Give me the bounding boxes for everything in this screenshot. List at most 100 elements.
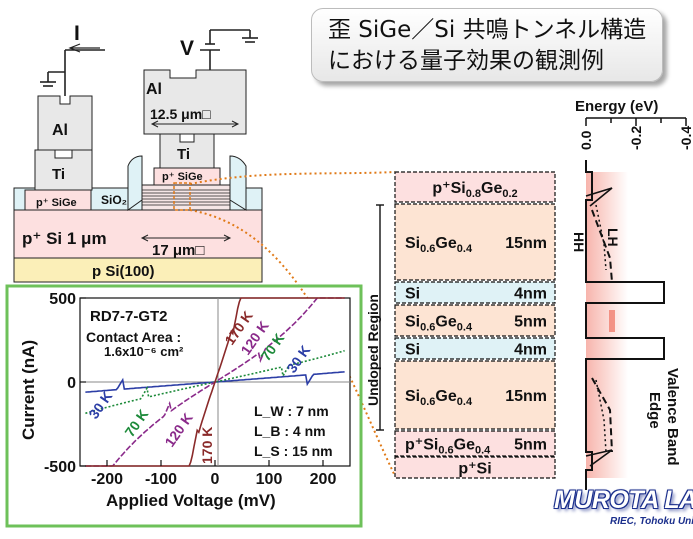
valence-edge-label: Edge [646, 392, 663, 429]
layer-box [394, 430, 556, 457]
layer-box [394, 171, 556, 203]
layer-label: p⁺Si [458, 461, 491, 478]
contact-area-value: 1.6x10⁻⁶ cm² [104, 344, 184, 359]
band-spike-top [585, 187, 613, 207]
iv-ytick-label: -500 [44, 459, 76, 476]
layer-box [394, 304, 556, 337]
layer-box [394, 203, 556, 281]
energy-tick-0: 0.0 [578, 130, 594, 150]
layer-label: Si0.6Ge0.4 [405, 388, 473, 408]
layer-box [394, 281, 556, 304]
iv-xtick-label: -100 [145, 471, 177, 488]
iv-xlabel: Applied Voltage (mV) [106, 491, 276, 510]
sio2-sidewall-left [127, 155, 143, 211]
device-cross-section: I V Al Al Ti Ti p⁺ SiGe p⁺ SiGe SiO₂ p⁺ … [13, 22, 263, 283]
ti-left-label: Ti [52, 166, 65, 183]
undoped-label: Undoped Region [365, 294, 381, 406]
sample-label: RD7-7-GT2 [90, 308, 168, 325]
layer-rects [394, 171, 556, 479]
pad-size-label: 12.5 μm□ [150, 106, 211, 122]
zoom-region-marker [173, 182, 191, 211]
title-line-1: 歪 SiGe／Si 共鳴トンネル構造 [328, 17, 647, 43]
lab-logo-name: MUROTA LAB. [554, 486, 693, 514]
layer-thickness: 5nm [514, 314, 547, 331]
wiring [40, 29, 258, 96]
layer-label: Si0.6Ge0.4 [405, 314, 473, 334]
iv-ytick-label: 500 [49, 291, 76, 308]
resonant-level-marker [609, 310, 615, 332]
valence-band-label: Valence Band [664, 368, 681, 466]
al-left-label: Al [52, 122, 68, 139]
iv-curve-170k [85, 297, 345, 467]
layer-box [394, 456, 556, 479]
iv-plot: 500 0 -500 -200 -100 0 100 200 RD7-7-GT2 Contac… [5, 284, 363, 528]
current-label: I [74, 22, 80, 45]
layer-label: Si0.6Ge0.4 [405, 235, 473, 255]
dimension-17 [140, 234, 232, 242]
mesa-size-label: 17 μm□ [152, 242, 204, 259]
ls-label: L_S : 15 nm [254, 443, 333, 459]
dimension-12-5 [150, 120, 240, 128]
temp-label-170k-left: 170 K [199, 427, 215, 464]
lh-level-line-lower [595, 379, 607, 453]
band-spike-bottom [585, 449, 613, 467]
energy-axis-ticks [585, 118, 687, 126]
layer-thickness: 5nm [514, 437, 547, 454]
iv-xtick-label: -200 [91, 471, 123, 488]
hh-level-line-lower [591, 377, 613, 453]
lab-logo-affiliation: RIEC, Tohoku Univ. [610, 516, 693, 527]
lab-logo: MUROTA LAB. RIEC, Tohoku Univ. [548, 484, 693, 536]
ti-right-label: Ti [177, 146, 190, 163]
layer-thickness: 15nm [505, 388, 547, 405]
p-si-layer-label: p⁺ Si 1 μm [22, 229, 107, 248]
band-shading [586, 172, 628, 478]
layer-thickness: 4nm [514, 342, 547, 359]
undoped-bracket [376, 204, 384, 431]
contact-area-label: Contact Area : [86, 329, 181, 345]
energy-tick-0-4: -0.4 [678, 126, 693, 150]
iv-curves [85, 297, 345, 467]
lb-label: L_B : 4 nm [254, 423, 326, 439]
layer-label: Si [405, 342, 420, 359]
right-al-contact [143, 69, 247, 135]
iv-curve-70k [85, 349, 345, 415]
iv-xtick-label: 100 [256, 471, 283, 488]
hh-label: HH [571, 232, 587, 252]
iv-xtick-label: 200 [310, 471, 337, 488]
substrate-layer [13, 257, 263, 283]
lh-label: LH [605, 228, 621, 247]
energy-tick-0-2: -0.2 [628, 126, 644, 150]
psige-right-label: p⁺ SiGe [162, 171, 203, 183]
multilayer-mesa [141, 184, 231, 211]
hh-level-line [591, 209, 613, 283]
layer-label: p⁺Si0.8Ge0.2 [432, 180, 517, 200]
substrate-label: p Si(100) [92, 263, 155, 280]
lw-label: L_W : 7 nm [254, 403, 329, 419]
sio2-label: SiO₂ [101, 193, 127, 207]
voltage-label: V [180, 37, 194, 60]
quantum-well-lines [142, 189, 230, 206]
al-right-label: Al [146, 81, 162, 98]
layer-label: Si [405, 286, 420, 303]
layer-thickness: 15nm [505, 235, 547, 252]
left-al-contact [37, 95, 93, 151]
layer-box [394, 360, 556, 430]
iv-plot-frame [5, 284, 363, 528]
iv-xtick-label: 0 [211, 471, 220, 488]
psige-left-label: p⁺ SiGe [36, 197, 77, 209]
energy-axis-label: Energy (eV) [575, 98, 658, 115]
iv-ticks: 500 0 -500 -200 -100 0 100 200 [44, 291, 336, 488]
layer-thickness: 4nm [514, 286, 547, 303]
layer-label: p⁺Si0.6Ge0.4 [405, 437, 491, 457]
sio2-sidewall-right [229, 155, 247, 211]
layer-box [394, 337, 556, 360]
iv-ylabel: Current (nA) [19, 340, 38, 440]
band-diagram: Energy (eV) 0.0 -0.2 -0.4 HH LH Valence … [571, 98, 693, 490]
title-line-2: における量子効果の観測例 [328, 48, 604, 74]
title-box: 歪 SiGe／Si 共鳴トンネル構造 における量子効果の観測例 [311, 8, 663, 82]
iv-ytick-label: 0 [67, 375, 76, 392]
